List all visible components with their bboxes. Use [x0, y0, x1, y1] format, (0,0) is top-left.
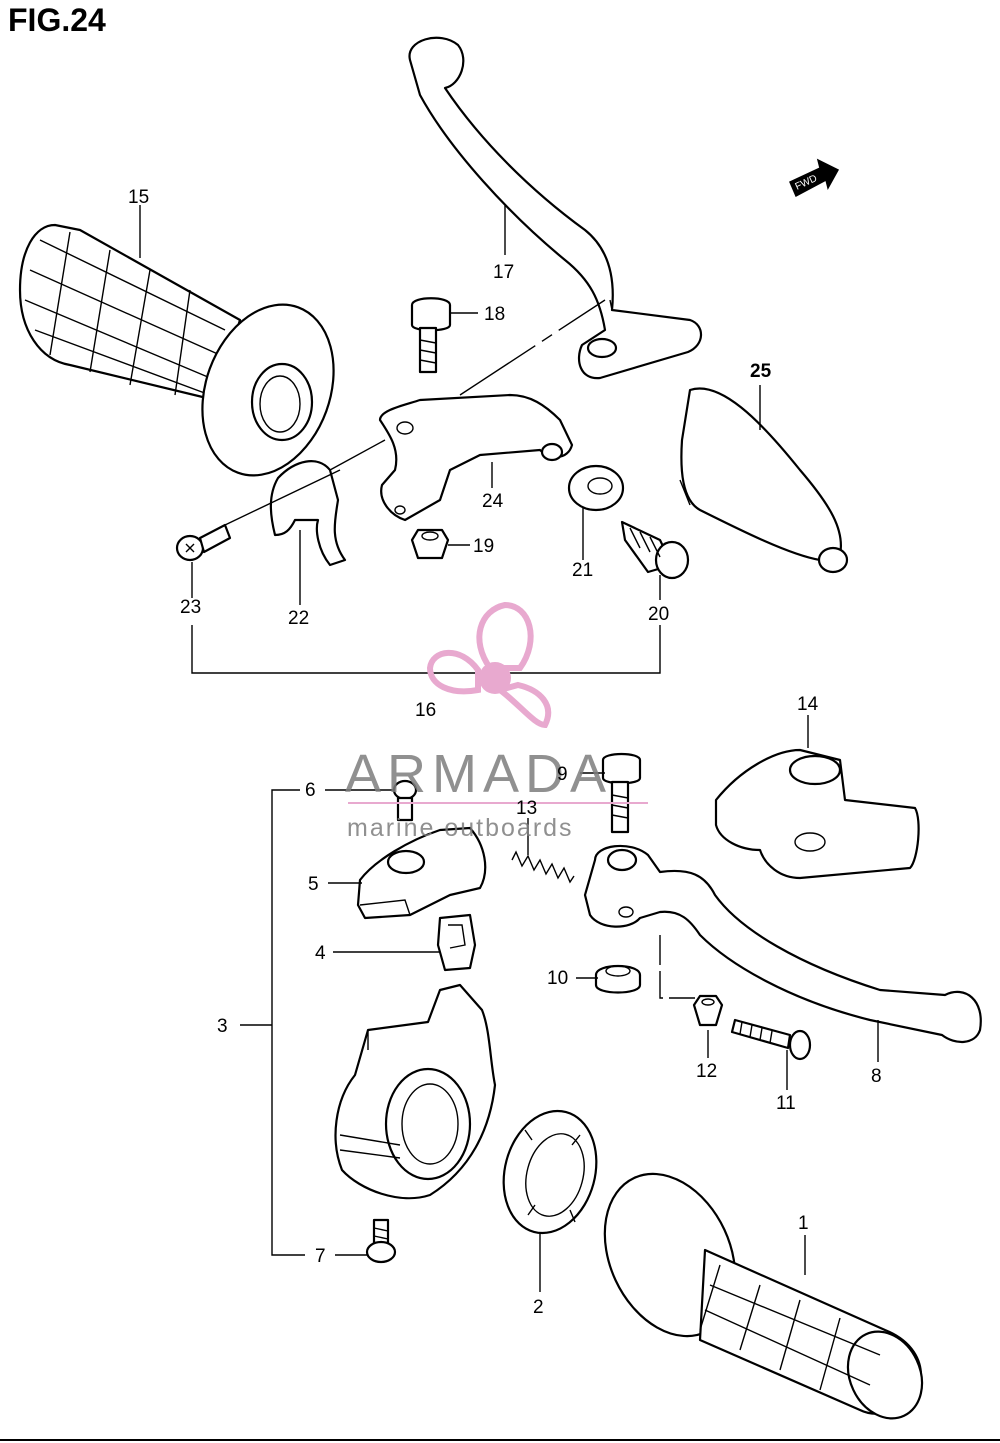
part-12-nut [692, 994, 724, 1027]
callout-23: 23 [180, 597, 201, 618]
callout-10: 10 [547, 968, 568, 989]
part-9-bolt [601, 752, 642, 834]
part-21-adjuster-ring [567, 464, 625, 512]
callout-22: 22 [288, 608, 309, 629]
part-17-lever [408, 36, 703, 380]
part-13-spring [511, 850, 575, 884]
callout-6: 6 [305, 780, 316, 801]
axis-line-4 [659, 935, 695, 999]
part-5-holder-plate [356, 826, 487, 920]
callout-15: 15 [128, 187, 149, 208]
axis-line-1 [329, 439, 386, 471]
part-3-switch-housing [334, 983, 497, 1200]
callout-7: 7 [315, 1246, 326, 1267]
fwd-direction-badge: FWD [789, 158, 840, 198]
callout-12: 12 [696, 1061, 717, 1082]
part-14-lever-cover [714, 748, 920, 880]
callout-5: 5 [308, 874, 319, 895]
part-4-clip [436, 913, 477, 972]
part-1-right-grip [603, 1172, 924, 1420]
axis-line-3 [459, 299, 606, 396]
part-10-nut [594, 965, 642, 994]
part-8-front-lever [583, 844, 982, 1043]
callout-21: 21 [572, 560, 593, 581]
axis-line-2 [224, 469, 341, 526]
callout-8: 8 [871, 1066, 882, 1087]
bracket-16 [191, 625, 661, 674]
callout-4: 4 [315, 943, 326, 964]
part-23-screw [175, 523, 232, 562]
part-24-lever-holder [378, 393, 574, 522]
watermark-rule [348, 802, 648, 804]
watermark-tagline: marine outboards [347, 814, 574, 842]
part-20-adjuster-bolt [620, 520, 690, 580]
callout-18: 18 [484, 304, 505, 325]
part-15-left-grip [18, 223, 335, 477]
part-18-bolt [410, 297, 452, 374]
propeller-logo-icon [426, 601, 552, 729]
part-11-bolt [730, 1018, 812, 1061]
part-7-screw [365, 1218, 397, 1264]
watermark: ARMADA marine outboards [345, 601, 648, 842]
callout-19: 19 [473, 536, 494, 557]
figure-title: FIG.24 [8, 2, 106, 38]
callout-17: 17 [493, 262, 514, 283]
callout-25: 25 [750, 361, 772, 382]
part-2-throttle-ring [502, 1109, 598, 1235]
callout-13: 13 [516, 798, 537, 819]
callout-3: 3 [217, 1016, 228, 1037]
callout-9: 9 [557, 764, 568, 785]
callout-2: 2 [533, 1297, 544, 1318]
callout-1: 1 [798, 1213, 809, 1234]
bracket-3 [271, 789, 305, 1256]
callout-11: 11 [776, 1093, 796, 1114]
watermark-brand: ARMADA [345, 744, 612, 804]
forward-arrow-icon [789, 158, 840, 198]
part-22-clamp [269, 460, 347, 567]
callout-16: 16 [415, 700, 436, 721]
callout-14: 14 [797, 694, 819, 715]
callout-24: 24 [482, 491, 504, 512]
callout-20: 20 [648, 604, 669, 625]
part-25-lever-boot [679, 387, 849, 574]
part-19-nut [410, 528, 450, 560]
